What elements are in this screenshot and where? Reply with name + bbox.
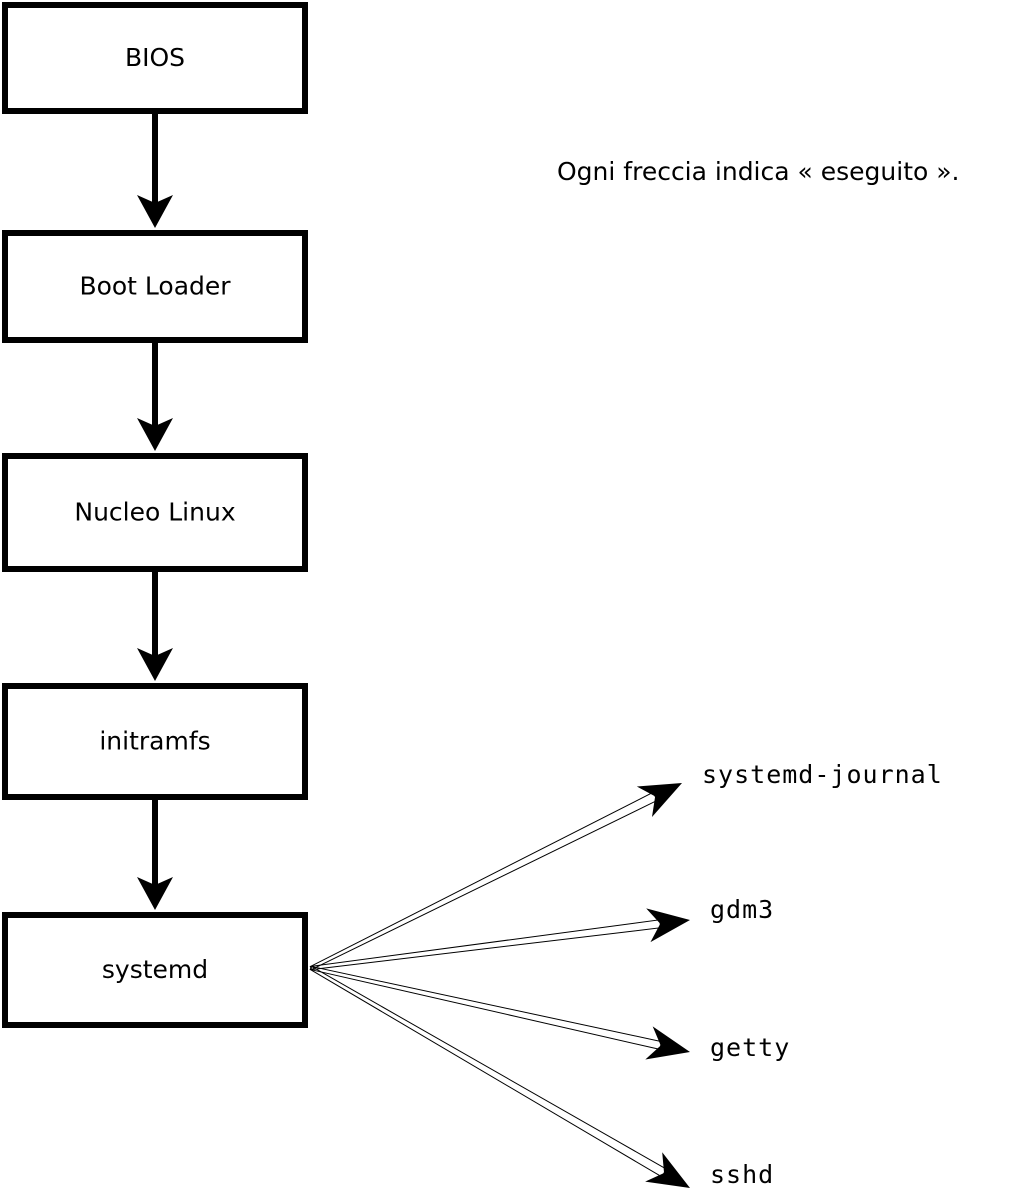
box-label-bios: BIOS [125, 43, 185, 72]
flow-arrow-bios-to-bootloader [137, 114, 173, 228]
process-box-systemd: systemd [2, 912, 308, 1028]
arrow-head [137, 195, 173, 228]
box-outline-systemd [2, 912, 308, 1028]
service-label-sshd: sshd [710, 1160, 774, 1189]
service-arrow-systemd-journal: systemd-journal [309, 760, 943, 971]
box-label-bootloader: Boot Loader [79, 272, 231, 301]
arrow-head [645, 1152, 690, 1188]
arrow-head [645, 1026, 690, 1060]
sequential-arrows-group [137, 114, 173, 910]
service-arrow-sshd: sshd [309, 965, 774, 1189]
process-box-kernel: Nucleo Linux [2, 453, 308, 572]
arrow-shaft [309, 965, 667, 1178]
arrow-head [636, 783, 682, 817]
box-label-initramfs: initramfs [99, 727, 210, 756]
process-box-bios: BIOS [2, 2, 308, 114]
service-arrow-getty: getty [310, 965, 790, 1062]
box-outline-kernel [2, 453, 308, 572]
service-label-systemd-journal: systemd-journal [702, 760, 943, 789]
arrow-head [137, 418, 173, 451]
service-label-getty: getty [710, 1033, 790, 1062]
flow-arrow-kernel-to-initramfs [137, 572, 173, 681]
flow-arrow-initramfs-to-systemd [137, 800, 173, 910]
box-outline-initramfs [2, 683, 308, 800]
arrow-shaft [310, 965, 663, 1051]
service-arrows-group: systemd-journal gdm3 getty sshd [309, 760, 943, 1189]
box-label-kernel: Nucleo Linux [74, 498, 235, 527]
flow-arrow-bootloader-to-kernel [137, 343, 173, 451]
arrow-head [137, 877, 173, 910]
box-outline-bios [2, 2, 308, 114]
arrow-head [137, 648, 173, 681]
service-arrow-gdm3: gdm3 [310, 895, 774, 971]
diagram-caption: Ogni freccia indica « eseguito ». [557, 157, 960, 186]
service-label-gdm3: gdm3 [710, 895, 774, 924]
arrow-head [646, 908, 690, 943]
box-outline-bootloader [2, 230, 308, 343]
box-label-systemd: systemd [102, 955, 208, 984]
process-box-initramfs: initramfs [2, 683, 308, 800]
process-box-bootloader: Boot Loader [2, 230, 308, 343]
